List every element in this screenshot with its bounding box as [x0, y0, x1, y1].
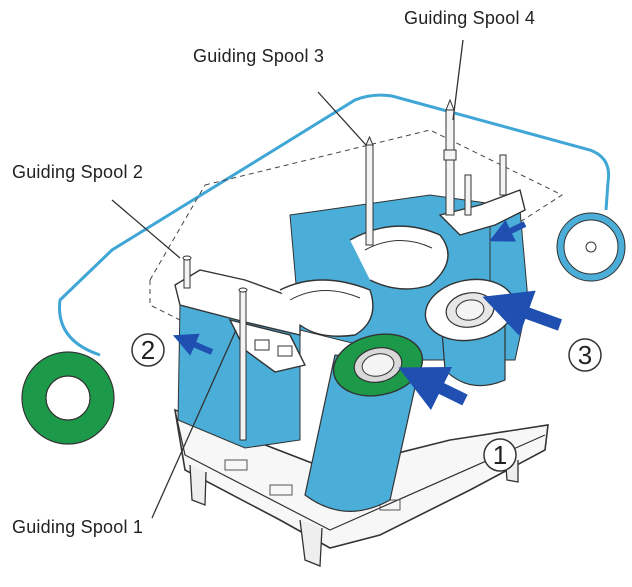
insert-arrow-icon: [398, 366, 468, 411]
cartridge-frame-top: [174, 189, 526, 373]
guiding-spool-pin-1: [238, 287, 248, 441]
small-pin: [464, 174, 472, 216]
svg-text:1: 1: [493, 440, 507, 470]
label-guiding-spool-1: Guiding Spool 1: [12, 517, 144, 537]
guiding-spool-pin-4: [443, 98, 457, 216]
insert-arrow-icon: [172, 333, 214, 356]
insert-arrow-icon: [482, 290, 563, 336]
svg-text:3: 3: [578, 340, 592, 370]
ribbon-roll-icon-blue: [556, 212, 626, 282]
guiding-spool-pin-2: [182, 255, 192, 289]
leader-line-spool-1: [151, 329, 237, 519]
leader-line-spool-3: [317, 91, 367, 146]
step-marker-3: 3: [568, 338, 602, 372]
dashed-outline-left: [149, 184, 206, 321]
ribbon-roll-icon-green: [21, 351, 115, 445]
ribbon-path-line: [58, 93, 611, 357]
step-marker-1: 1: [483, 438, 517, 472]
label-guiding-spool-2: Guiding Spool 2: [12, 162, 144, 182]
label-guiding-spool-3: Guiding Spool 3: [193, 46, 325, 66]
small-pin: [499, 154, 507, 196]
insert-arrow-icon: [489, 219, 527, 242]
leader-line-spool-4: [452, 39, 464, 121]
leader-line-spool-2: [111, 199, 181, 259]
step-marker-2: 2: [131, 333, 165, 367]
svg-text:2: 2: [141, 335, 155, 365]
guiding-spool-pin-3: [365, 135, 374, 246]
label-guiding-spool-4: Guiding Spool 4: [404, 8, 536, 28]
